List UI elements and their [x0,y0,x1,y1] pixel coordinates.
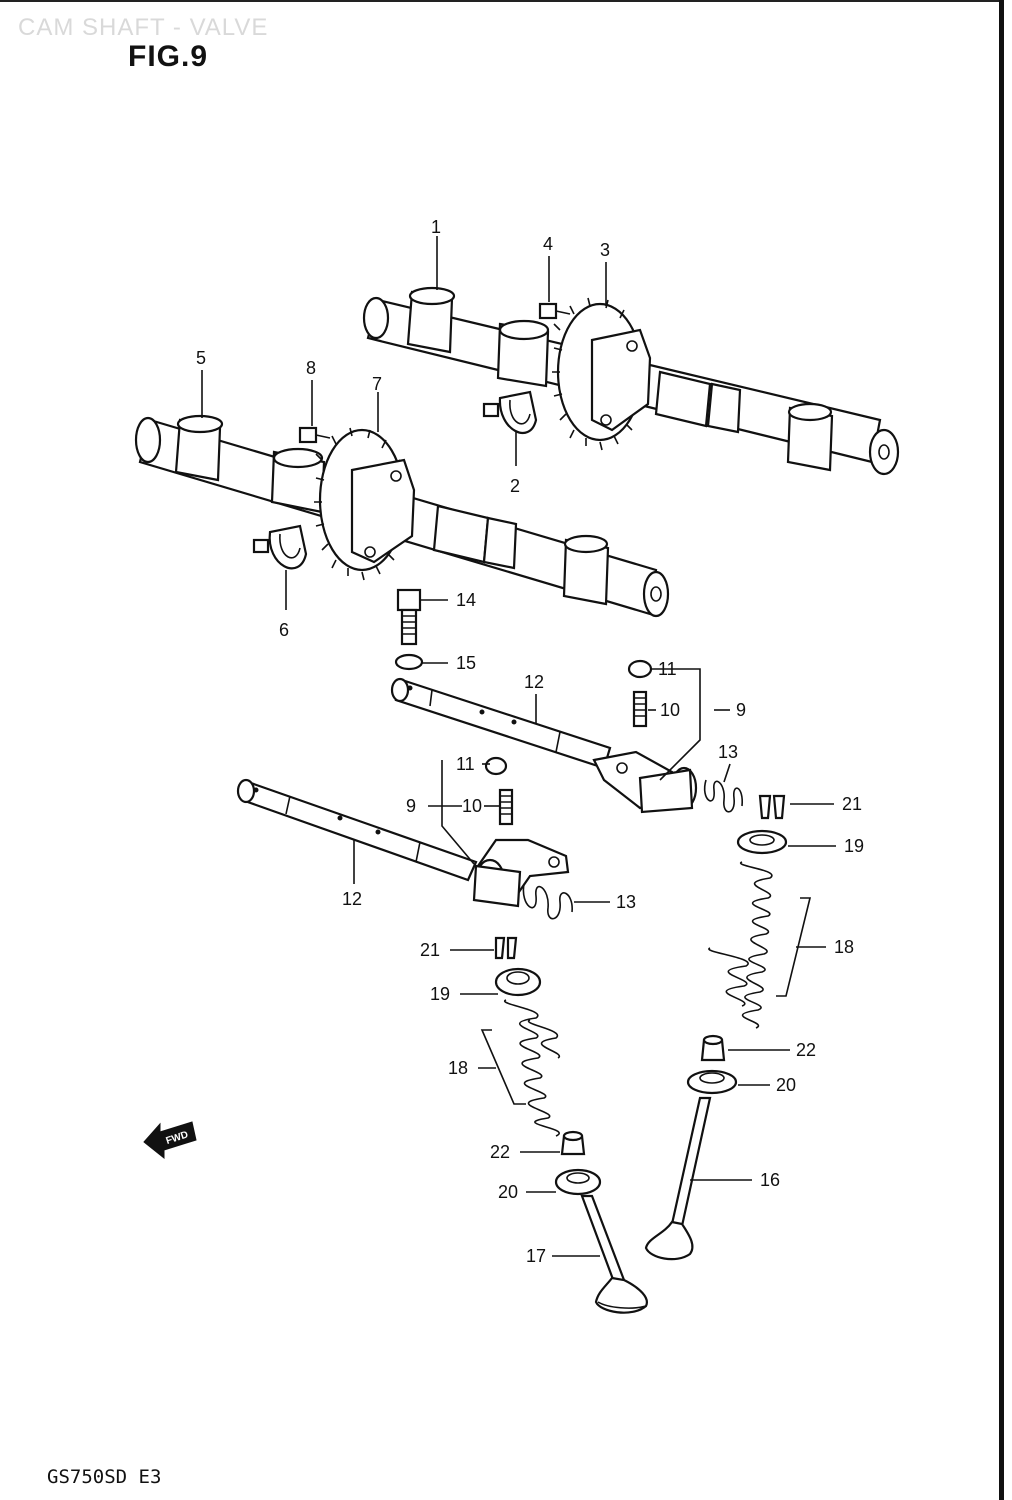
callout-15: 15 [456,653,476,673]
page-border-top [0,0,1004,2]
adjuster-10-upper [632,690,648,728]
callout-19-lower: 19 [430,984,450,1004]
callout-9-lower: 9 [406,796,416,816]
clamp-bracket-lower [252,524,308,570]
rocker-shaft-lower [236,778,478,882]
washer-15 [394,653,424,671]
spring-seat-20-upper [686,1069,738,1095]
callout-10-upper: 10 [660,700,680,720]
callout-20-lower: 20 [498,1182,518,1202]
callout-9-upper: 9 [736,700,746,720]
model-code: GS750SD E3 [47,1466,162,1488]
callout-3: 3 [600,240,610,260]
camshaft-upper [362,286,900,476]
valve-springs-18-lower [503,999,561,1137]
callout-6: 6 [279,620,289,640]
callout-22-upper: 22 [796,1040,816,1060]
callout-7: 7 [372,374,382,394]
retainer-19-upper [736,829,788,855]
callout-12-upper: 12 [524,672,544,692]
bolt-4 [538,302,558,320]
valve-springs-18-upper [708,861,773,1029]
retainer-19-lower [494,967,542,997]
nut-11-lower [484,756,508,776]
callout-labels: 1 2 3 4 5 6 7 8 9 9 10 10 11 11 12 12 13… [196,217,864,1266]
callout-20-upper: 20 [776,1075,796,1095]
fwd-arrow-icon: FWD [143,1121,197,1160]
leader-lines [201,236,836,1257]
callout-2: 2 [510,476,520,496]
spring-seat-20-lower [554,1168,602,1196]
callout-14: 14 [456,590,476,610]
cotters-21-upper [758,794,786,820]
stem-seal-22-lower [560,1130,586,1156]
callout-11-lower: 11 [456,754,475,774]
callout-12-lower: 12 [342,889,362,909]
callout-5: 5 [196,348,206,368]
stem-seal-22-upper [700,1034,726,1062]
rocker-arm-lower [472,838,570,908]
figure-title: FIG.9 [128,40,209,73]
adjuster-10-lower [498,788,514,826]
callout-8: 8 [306,358,316,378]
callout-18-lower: 18 [448,1058,468,1078]
callout-21-lower: 21 [420,940,440,960]
section-title: CAM SHAFT - VALVE [18,14,269,41]
sprocket-upper [552,297,652,451]
valve-17-intake [580,1194,648,1314]
callout-11-upper: 11 [658,659,677,679]
callout-13-upper: 13 [718,742,738,762]
cotters-21-lower [494,936,518,960]
clamp-bracket-upper [482,390,538,434]
callout-21-upper: 21 [842,794,862,814]
spring-13-lower [522,883,573,920]
sprocket-lower [314,427,416,581]
callout-18-upper: 18 [834,937,854,957]
callout-22-lower: 22 [490,1142,510,1162]
nut-11-upper [627,659,653,679]
bolt-14 [396,588,422,646]
callout-1: 1 [431,217,441,237]
callout-13-lower: 13 [616,892,636,912]
rocker-arm-upper [592,750,698,814]
rocker-shaft-upper [390,677,612,770]
spring-13-upper [703,779,743,813]
callout-10-lower: 10 [462,796,482,816]
camshaft-lower [134,414,670,618]
page-border-right [999,0,1004,1500]
callout-4: 4 [543,234,553,254]
bolt-8 [298,426,318,444]
callout-17: 17 [526,1246,546,1266]
callout-16: 16 [760,1170,780,1190]
valve-16-exhaust [644,1096,712,1261]
callout-19-upper: 19 [844,836,864,856]
